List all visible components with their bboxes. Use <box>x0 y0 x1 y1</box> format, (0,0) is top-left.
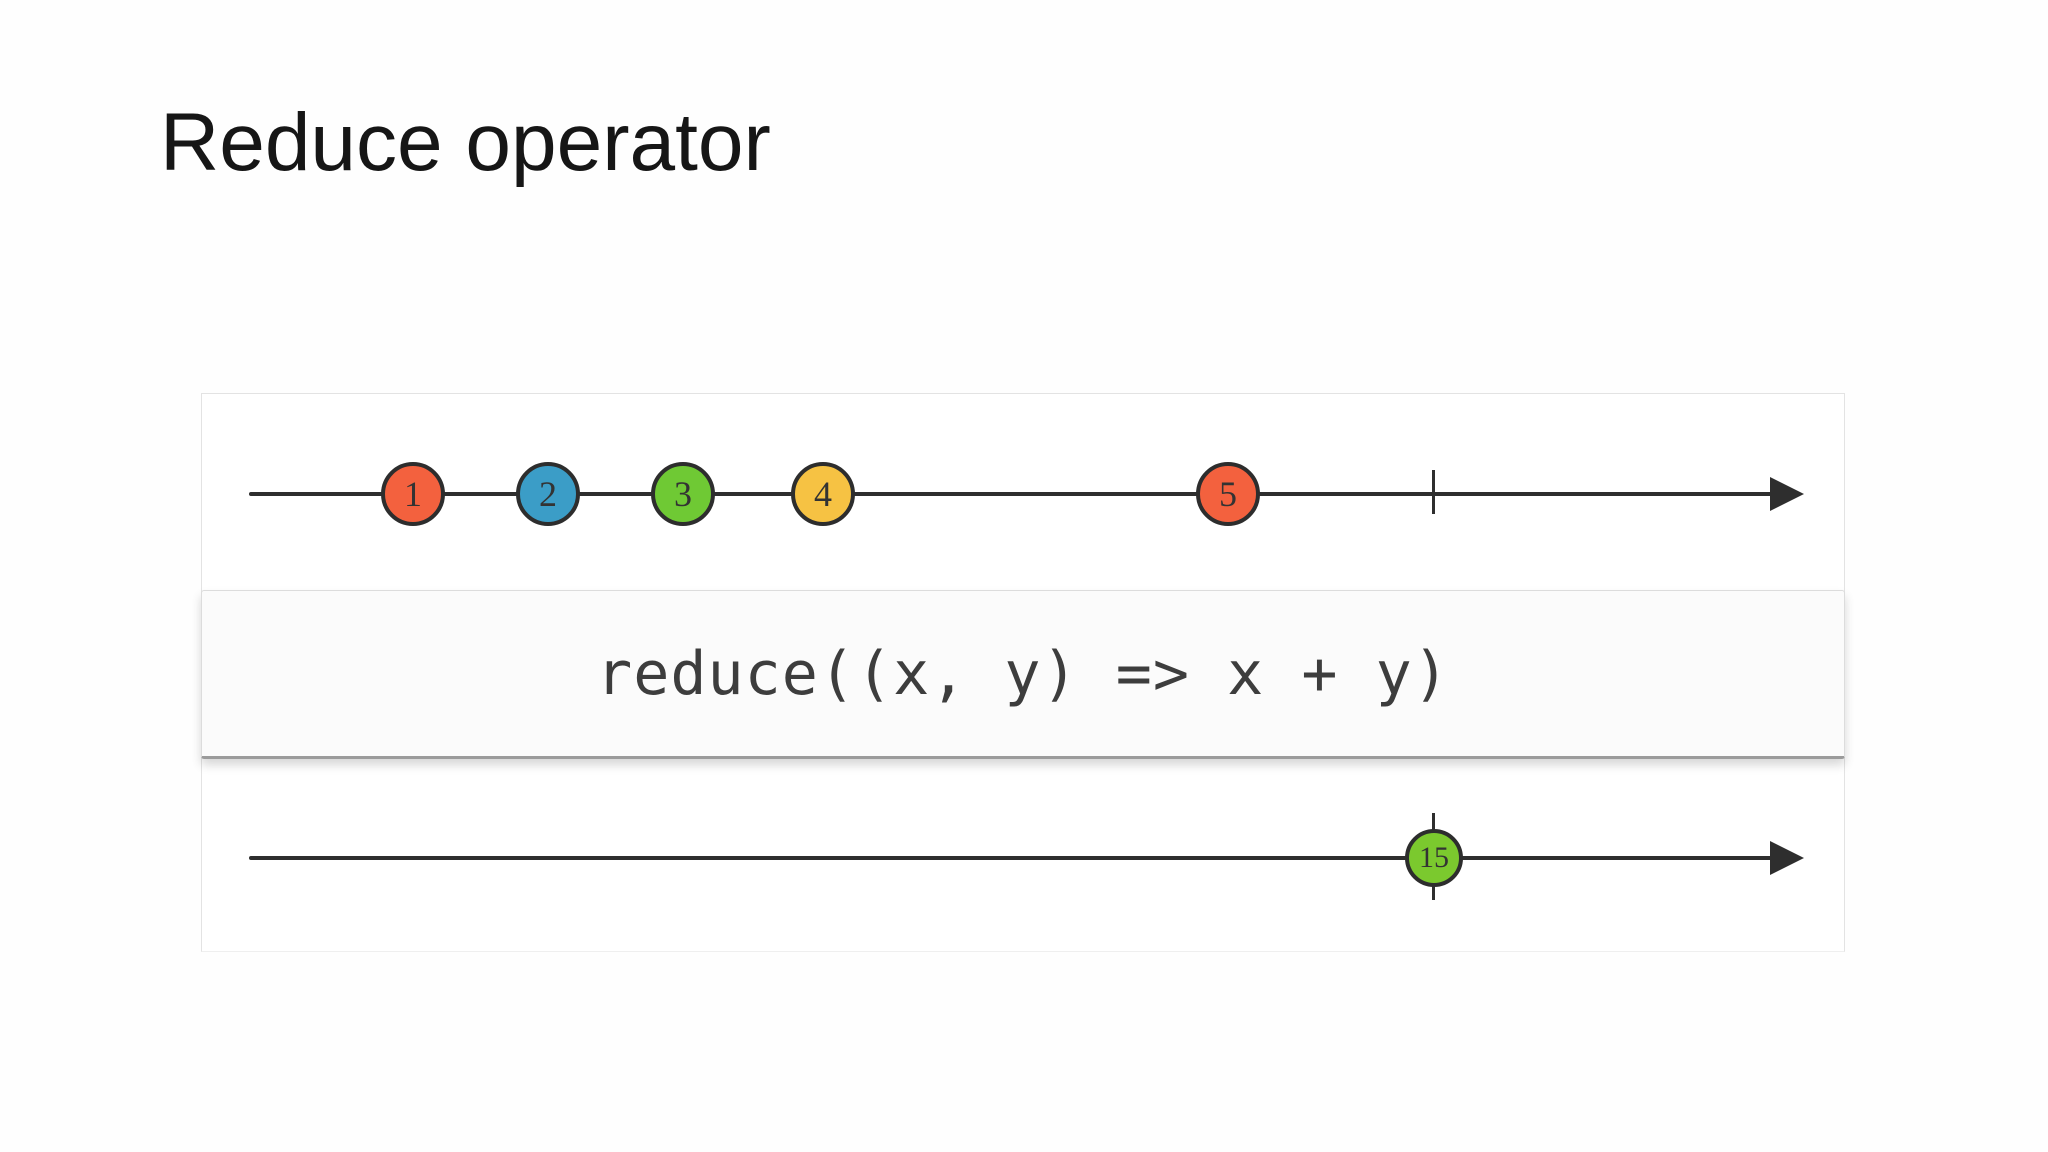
output-stream: 15 <box>202 759 1844 952</box>
marble-value: 2 <box>539 474 557 514</box>
marble-value: 15 <box>1419 841 1449 874</box>
input-completion-tick <box>1432 470 1435 514</box>
marble-value: 5 <box>1219 474 1237 514</box>
slide-title: Reduce operator <box>160 97 771 188</box>
operator-box: reduce((x, y) => x + y) <box>201 590 1845 759</box>
marble: 4 <box>791 462 855 526</box>
marble: 3 <box>651 462 715 526</box>
input-stream: 1 2 3 4 5 <box>202 394 1844 590</box>
marble: 5 <box>1196 462 1260 526</box>
output-timeline-arrowhead-icon <box>1770 841 1804 875</box>
marble-value: 3 <box>674 474 692 514</box>
marble-value: 1 <box>404 474 422 514</box>
marble: 2 <box>516 462 580 526</box>
output-timeline-line <box>249 856 1777 860</box>
input-timeline-arrowhead-icon <box>1770 477 1804 511</box>
marble: 15 <box>1405 829 1463 887</box>
marble-value: 4 <box>814 474 832 514</box>
operator-code: reduce((x, y) => x + y) <box>596 638 1450 709</box>
marble: 1 <box>381 462 445 526</box>
marble-diagram: 1 2 3 4 5 reduce((x, y) => x + y) <box>201 393 1845 952</box>
input-timeline-line <box>249 492 1777 496</box>
